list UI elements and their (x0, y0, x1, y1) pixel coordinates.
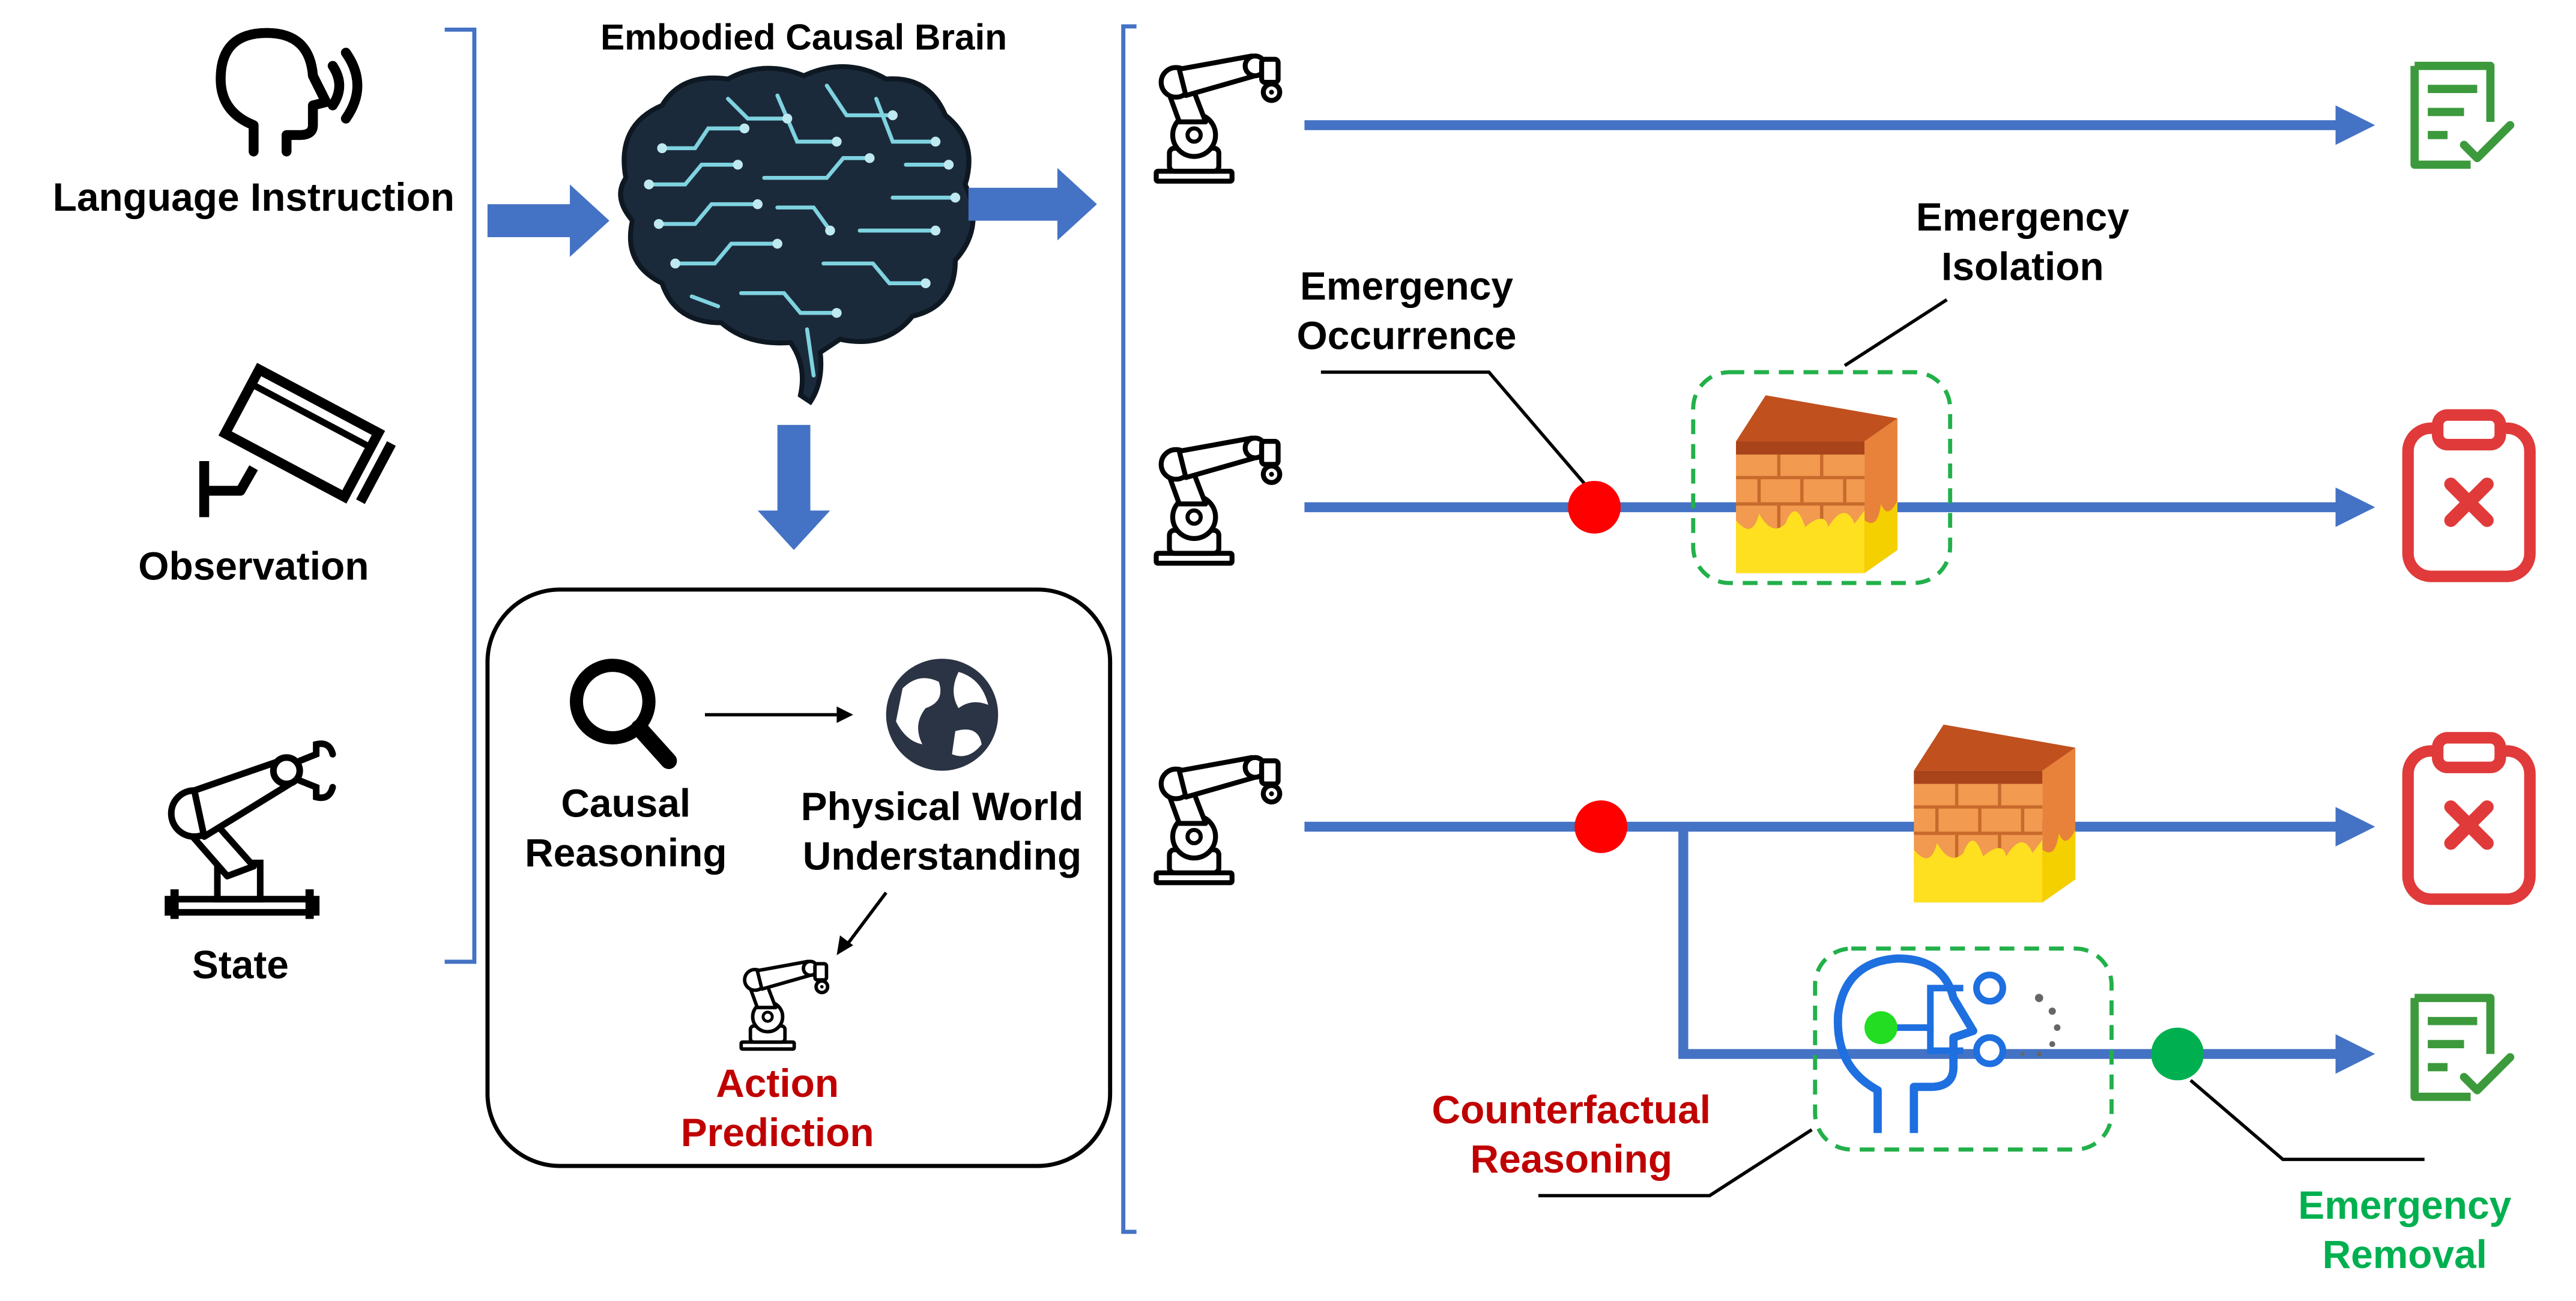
physical-world-line2: Understanding (803, 833, 1081, 878)
brain-to-reasoning-arrow (757, 424, 830, 551)
row2-emergency-dot (1568, 480, 1621, 534)
brain-to-scenarios-arrow (968, 168, 1097, 241)
security-camera-icon (199, 363, 396, 518)
removal-label-line2: Removal (2323, 1232, 2487, 1276)
row1-success-icon (2414, 66, 2510, 165)
globe-icon (886, 659, 999, 771)
brain-icon (618, 64, 976, 406)
row1-robot-icon (1156, 56, 1280, 181)
row3-robot-icon (1156, 758, 1280, 883)
occurrence-label-line1: Emergency (1300, 264, 1513, 308)
removal-dot (2151, 1027, 2204, 1081)
thinking-head-icon (1833, 954, 2061, 1133)
row2-robot-icon (1156, 438, 1280, 563)
row3-success-icon (2414, 998, 2510, 1097)
reasoning-box (485, 587, 1113, 1168)
row1-arrowhead (2335, 105, 2375, 145)
scenario-bracket (1121, 24, 1137, 1234)
speaking-head-icon (216, 28, 363, 157)
row2-fail-icon (2408, 415, 2530, 576)
removal-leader-line (2189, 1079, 2425, 1161)
observation-label: Observation (138, 544, 369, 588)
input-bracket (444, 27, 477, 964)
isolation-dashed-box (1691, 370, 1953, 585)
physical-world-line1: Physical World (801, 784, 1084, 829)
row3-firewall-icon (1914, 725, 2075, 902)
physical-to-action-arrowhead (836, 935, 853, 955)
causal-reasoning-line2: Reasoning (525, 830, 727, 875)
input-to-brain-arrow (487, 184, 609, 257)
occurrence-label-line2: Occurrence (1297, 313, 1517, 358)
isolation-label-line2: Isolation (1941, 244, 2104, 288)
counterfactual-label-line2: Reasoning (1471, 1136, 1673, 1181)
row2-firewall-icon (1736, 395, 1897, 573)
causal-reasoning-line1: Causal (561, 781, 691, 826)
language-instruction-label: Language Instruction (53, 175, 455, 219)
action-prediction-line2: Prediction (681, 1110, 874, 1155)
action-robot-icon (741, 961, 827, 1049)
isolation-leader-line (1843, 298, 1948, 367)
state-label: State (192, 942, 289, 986)
row3-branch-arrowhead (2335, 1034, 2375, 1074)
brain-title: Embodied Causal Brain (600, 16, 1007, 57)
causal-to-physical-arrowhead (836, 706, 853, 723)
counterfactual-label-line1: Counterfactual (1432, 1087, 1711, 1132)
row3-arrowhead (2335, 807, 2375, 847)
isolation-label-line1: Emergency (1916, 195, 2129, 239)
action-prediction-line1: Action (716, 1061, 839, 1105)
robot-arm-icon (165, 740, 336, 919)
magnifier-icon (570, 659, 677, 769)
row3-emergency-dot (1574, 800, 1628, 853)
occurrence-leader-line (1320, 370, 1589, 489)
row2-arrowhead (2335, 487, 2375, 527)
counterfactual-dashed-box (1813, 946, 2114, 1152)
removal-label-line1: Emergency (2298, 1183, 2511, 1227)
counterfactual-leader-line (1538, 1128, 1813, 1198)
physical-to-action-arrow (845, 892, 887, 947)
row3-fail-icon (2408, 738, 2530, 899)
